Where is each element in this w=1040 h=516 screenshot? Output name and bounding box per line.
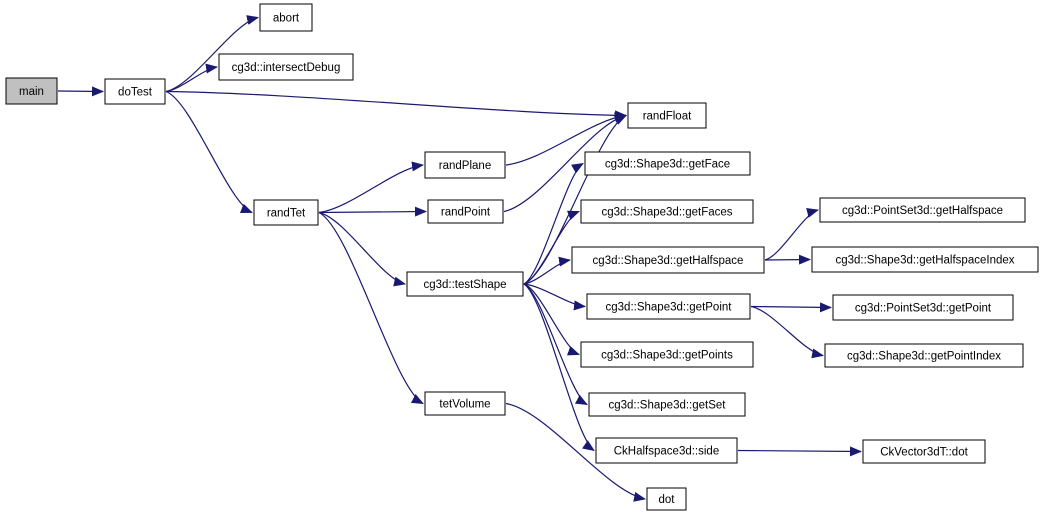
graph-node-label: cg3d::Shape3d::getPoint bbox=[606, 302, 733, 314]
graph-edge-testShape-getFace bbox=[523, 162, 584, 285]
graph-node-getPoint[interactable]: cg3d::Shape3d::getPoint bbox=[586, 293, 751, 320]
graph-node-label: CkVector3dT::dot bbox=[880, 447, 968, 459]
graph-node-doTest[interactable]: doTest bbox=[104, 78, 166, 105]
graph-node-label: cg3d::testShape bbox=[423, 279, 506, 291]
graph-edge-tetVolume-dot bbox=[505, 402, 646, 502]
graph-edge-randTet-randPoint bbox=[318, 206, 427, 217]
graph-node-testShape[interactable]: cg3d::testShape bbox=[406, 271, 524, 297]
graph-edge-testShape-getHalfspace bbox=[523, 256, 571, 285]
graph-node-getSet[interactable]: cg3d::Shape3d::getSet bbox=[588, 392, 746, 417]
graph-node-getFace[interactable]: cg3d::Shape3d::getFace bbox=[584, 151, 751, 176]
graph-node-label: randPoint bbox=[441, 207, 491, 219]
graph-node-intersectDebug[interactable]: cg3d::intersectDebug bbox=[218, 53, 354, 81]
graph-edge-doTest-randFloat bbox=[165, 90, 627, 121]
graph-node-randPlane[interactable]: randPlane bbox=[424, 151, 506, 179]
graph-node-label: cg3d::Shape3d::getFace bbox=[605, 159, 730, 171]
graph-node-label: abort bbox=[273, 13, 300, 25]
graph-edge-doTest-intersectDebug bbox=[165, 63, 218, 93]
graph-node-label: cg3d::Shape3d::getHalfspaceIndex bbox=[835, 255, 1014, 267]
graph-edge-randTet-tetVolume bbox=[318, 211, 424, 405]
graph-node-label: cg3d::Shape3d::getSet bbox=[608, 400, 726, 412]
graph-node-getPointIndex[interactable]: cg3d::Shape3d::getPointIndex bbox=[824, 343, 1024, 368]
graph-node-label: cg3d::Shape3d::getHalfspace bbox=[593, 255, 744, 267]
graph-node-getPoints[interactable]: cg3d::Shape3d::getPoints bbox=[580, 341, 754, 368]
graph-node-ckDot[interactable]: CkVector3dT::dot bbox=[862, 439, 986, 464]
graph-node-label: randTet bbox=[267, 208, 306, 220]
graph-edge-testShape-side bbox=[523, 283, 595, 452]
graph-node-label: cg3d::intersectDebug bbox=[232, 62, 341, 74]
graph-edge-testShape-getPoint bbox=[523, 283, 586, 311]
graph-node-label: cg3d::Shape3d::getFaces bbox=[601, 207, 732, 219]
graph-edge-testShape-getSet bbox=[523, 283, 588, 406]
graph-edge-getHalfspace-getHalfspaceIndex bbox=[764, 254, 811, 265]
graph-node-main[interactable]: main bbox=[5, 77, 58, 105]
graph-node-dot[interactable]: dot bbox=[646, 487, 687, 511]
graph-node-label: dot bbox=[659, 494, 676, 506]
graph-edge-randTet-testShape bbox=[318, 211, 406, 287]
graph-edge-testShape-getFaces bbox=[523, 210, 580, 285]
graph-node-label: tetVolume bbox=[439, 399, 490, 411]
graph-edge-getPoint-psGetPoint bbox=[750, 302, 832, 313]
graph-edge-randPoint-randFloat bbox=[503, 113, 627, 213]
graph-node-randTet[interactable]: randTet bbox=[253, 199, 319, 226]
graph-edge-doTest-abort bbox=[165, 15, 259, 93]
graph-node-label: cg3d::PointSet3d::getPoint bbox=[855, 303, 992, 315]
graph-node-abort[interactable]: abort bbox=[259, 3, 313, 32]
graph-edge-randTet-randPlane bbox=[318, 161, 424, 214]
graph-node-label: cg3d::Shape3d::getPoints bbox=[601, 350, 733, 362]
graph-edge-doTest-randTet bbox=[165, 90, 253, 214]
graph-node-tetVolume[interactable]: tetVolume bbox=[424, 391, 506, 416]
graph-node-randFloat[interactable]: randFloat bbox=[627, 102, 707, 129]
graph-edge-getHalfspace-psGetHalfspace bbox=[764, 208, 819, 261]
graph-edge-testShape-getPoints bbox=[523, 283, 580, 356]
graph-node-label: randPlane bbox=[439, 160, 491, 172]
graph-node-label: randFloat bbox=[643, 111, 692, 123]
graph-node-label: cg3d::Shape3d::getPointIndex bbox=[847, 351, 1001, 363]
graph-node-getFaces[interactable]: cg3d::Shape3d::getFaces bbox=[580, 199, 754, 224]
graph-node-getHalfspace[interactable]: cg3d::Shape3d::getHalfspace bbox=[571, 246, 765, 274]
graph-node-randPoint[interactable]: randPoint bbox=[427, 199, 504, 224]
graph-edge-side-ckDot bbox=[737, 446, 862, 457]
graph-edge-getPoint-getPointIndex bbox=[750, 305, 824, 359]
graph-edge-main-doTest bbox=[57, 86, 104, 97]
graph-node-label: CkHalfspace3d::side bbox=[614, 446, 719, 458]
graph-node-side[interactable]: CkHalfspace3d::side bbox=[595, 437, 738, 464]
graph-node-label: doTest bbox=[118, 87, 153, 99]
graph-node-getHalfspaceIndex[interactable]: cg3d::Shape3d::getHalfspaceIndex bbox=[811, 246, 1039, 273]
graph-node-psGetHalfspace[interactable]: cg3d::PointSet3d::getHalfspace bbox=[819, 197, 1026, 223]
graph-node-label: cg3d::PointSet3d::getHalfspace bbox=[842, 205, 1003, 217]
graph-node-psGetPoint[interactable]: cg3d::PointSet3d::getPoint bbox=[832, 294, 1014, 321]
graph-node-label: main bbox=[19, 86, 44, 98]
